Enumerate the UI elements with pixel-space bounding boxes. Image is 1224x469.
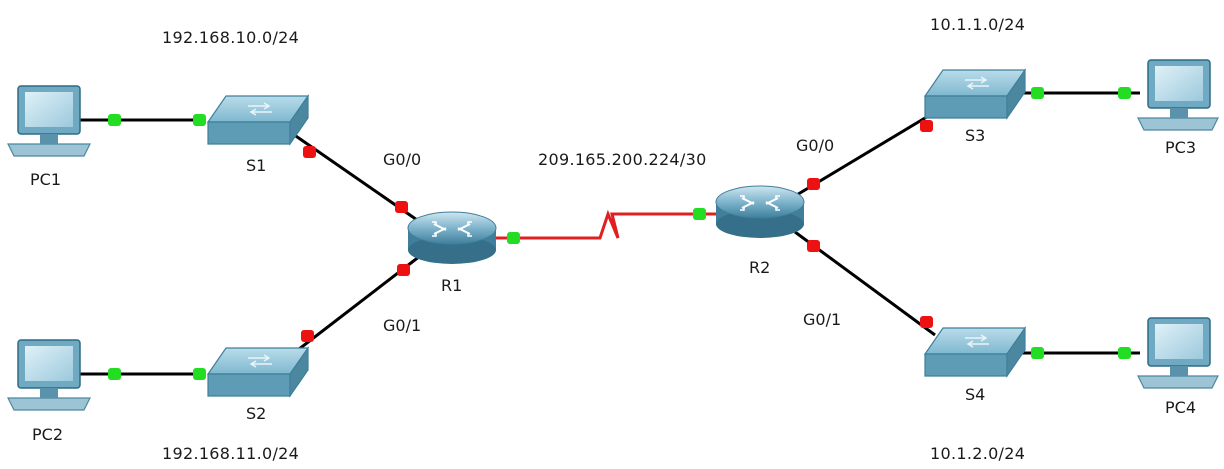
link-r1-r2-serial[interactable] xyxy=(495,209,720,240)
switch-s2-icon[interactable] xyxy=(206,346,310,398)
port-r1-g00-down xyxy=(395,201,408,213)
device-label-r1: R1 xyxy=(441,276,463,295)
interface-label-r1-g01: G0/1 xyxy=(383,316,422,335)
port-pc4-up xyxy=(1118,347,1131,359)
switch-s3-icon[interactable] xyxy=(923,68,1027,120)
switch-s1-icon[interactable] xyxy=(206,94,310,146)
device-label-pc2: PC2 xyxy=(32,425,63,444)
port-s4-r2-down xyxy=(920,316,933,328)
port-s1-r1-down xyxy=(303,146,316,158)
port-pc2-up xyxy=(108,368,121,380)
port-s3-pc3-up xyxy=(1031,87,1044,99)
port-pc3-up xyxy=(1118,87,1131,99)
device-label-s4: S4 xyxy=(965,385,986,404)
device-label-pc4: PC4 xyxy=(1165,398,1196,417)
port-pc1-up xyxy=(108,114,121,126)
network-label-lan3: 10.1.1.0/24 xyxy=(930,15,1026,34)
device-label-pc1: PC1 xyxy=(30,170,61,189)
network-label-lan4: 10.1.2.0/24 xyxy=(930,444,1026,463)
device-label-s1: S1 xyxy=(246,156,267,175)
port-r1-g01-down xyxy=(397,264,410,276)
interface-label-r1-g00: G0/0 xyxy=(383,150,422,169)
device-label-r2: R2 xyxy=(749,258,771,277)
interface-label-r2-g00: G0/0 xyxy=(796,136,835,155)
port-indicators xyxy=(108,87,1131,380)
network-label-lan1: 192.168.10.0/24 xyxy=(162,28,300,47)
port-r2-serial-up xyxy=(693,208,706,220)
device-label-s3: S3 xyxy=(965,126,986,145)
device-label-s2: S2 xyxy=(246,404,267,423)
pc4-icon[interactable] xyxy=(1137,317,1219,389)
port-s1-pc1-up xyxy=(193,114,206,126)
switch-s4-icon[interactable] xyxy=(923,326,1027,378)
pc2-icon[interactable] xyxy=(7,339,91,411)
port-s2-r1-down xyxy=(301,330,314,342)
port-s4-pc4-up xyxy=(1031,347,1044,359)
network-label-wan: 209.165.200.224/30 xyxy=(538,150,707,169)
interface-label-r2-g01: G0/1 xyxy=(803,310,842,329)
port-s3-r2-down xyxy=(920,120,933,132)
port-s2-pc2-up xyxy=(193,368,206,380)
device-label-pc3: PC3 xyxy=(1165,138,1196,157)
network-label-lan2: 192.168.11.0/24 xyxy=(162,444,300,463)
pc3-icon[interactable] xyxy=(1137,59,1219,131)
port-r1-serial-up xyxy=(507,232,520,244)
router-r2-icon[interactable] xyxy=(715,185,805,238)
port-r2-g01-down xyxy=(807,240,820,252)
port-r2-g00-down xyxy=(807,178,820,190)
pc1-icon[interactable] xyxy=(7,85,91,157)
router-r1-icon[interactable] xyxy=(407,211,497,264)
